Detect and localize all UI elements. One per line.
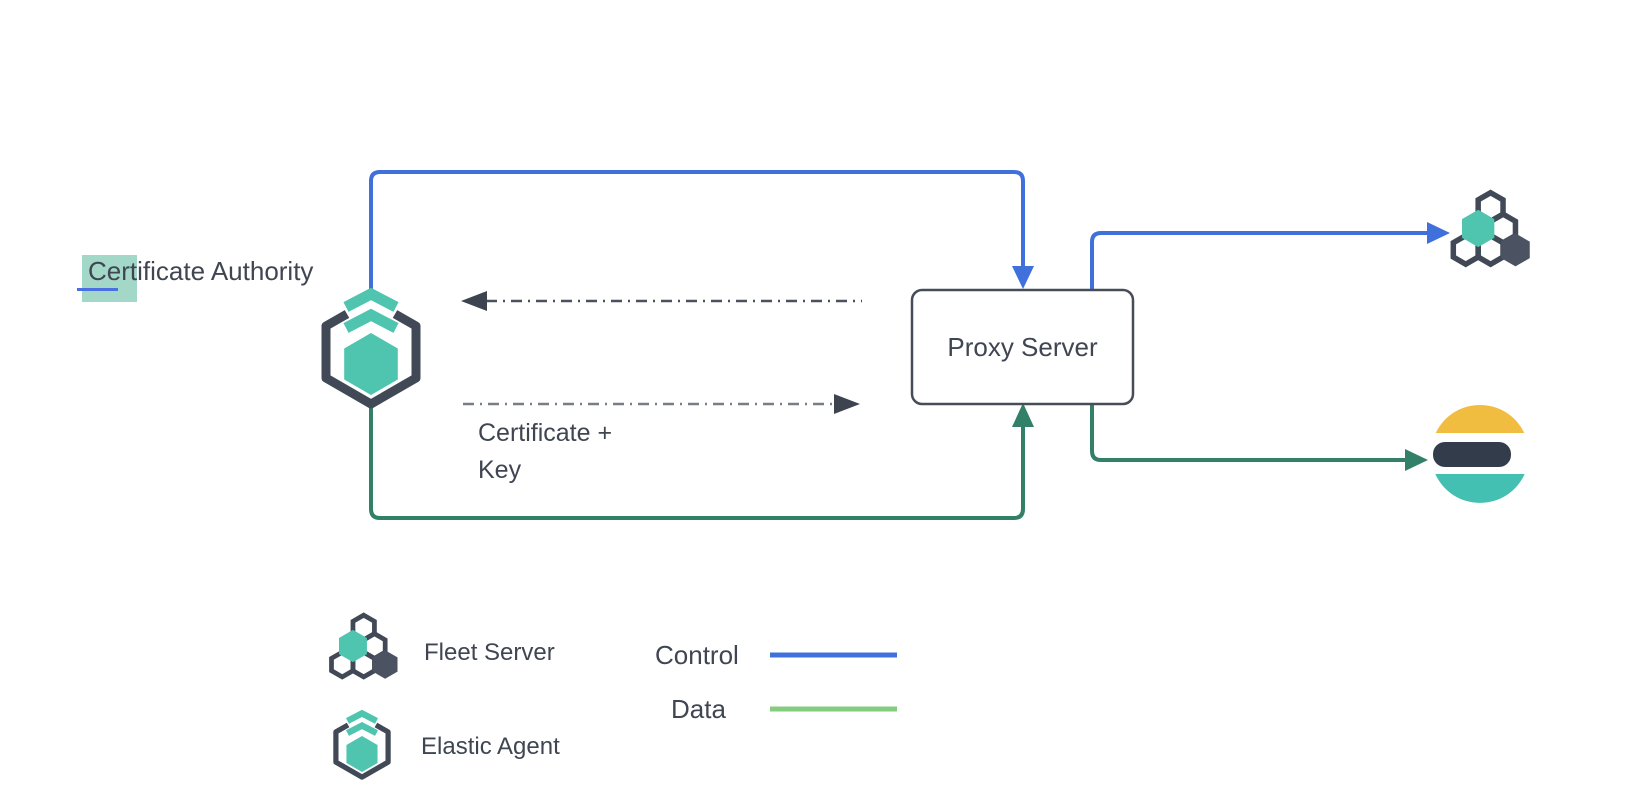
certificate-key-label: Certificate + Key xyxy=(478,415,612,489)
elasticsearch-dark-band xyxy=(1433,442,1511,467)
legend-data-label: Data xyxy=(671,694,726,724)
legend-fleet-server-label: Fleet Server xyxy=(424,639,555,666)
control-arrowhead-down xyxy=(1012,266,1034,289)
certificate-key-line2: Key xyxy=(478,456,522,484)
certificate-authority-label: Certificate Authority xyxy=(88,256,314,286)
data-arrowhead-up xyxy=(1012,403,1034,427)
control-edge-proxy-to-fleet xyxy=(1090,222,1450,289)
fleet-server-icon xyxy=(1453,193,1529,267)
proxy-server-box xyxy=(910,288,1135,406)
data-edge-proxy-to-elasticsearch xyxy=(1090,404,1428,471)
legend-elastic-agent-icon xyxy=(336,713,388,777)
collaborator-cursor xyxy=(77,288,118,291)
proxy-server-label: Proxy Server xyxy=(947,331,1098,362)
dashed-arrowhead-left xyxy=(461,291,487,311)
legend-fleet-server-icon xyxy=(331,615,397,679)
certificate-edge-to-proxy xyxy=(463,394,860,414)
control-edge-agent-to-proxy xyxy=(369,170,1034,294)
elasticsearch-yellow-segment xyxy=(1435,404,1525,433)
legend-control-label: Control xyxy=(655,640,739,670)
data-arrowhead-right xyxy=(1405,449,1428,471)
elasticsearch-icon xyxy=(1433,404,1525,503)
elastic-agent-icon xyxy=(326,294,416,404)
control-arrowhead-right xyxy=(1427,222,1450,244)
elasticsearch-teal-segment xyxy=(1435,474,1525,503)
certificate-edge-to-agent xyxy=(461,291,862,311)
dashed-arrowhead-right xyxy=(834,394,860,414)
certificate-key-line1: Certificate + xyxy=(478,419,613,447)
data-edge-agent-to-proxy xyxy=(369,403,1034,520)
legend-elastic-agent-label: Elastic Agent xyxy=(421,733,560,760)
text-selection-highlight xyxy=(82,255,137,302)
